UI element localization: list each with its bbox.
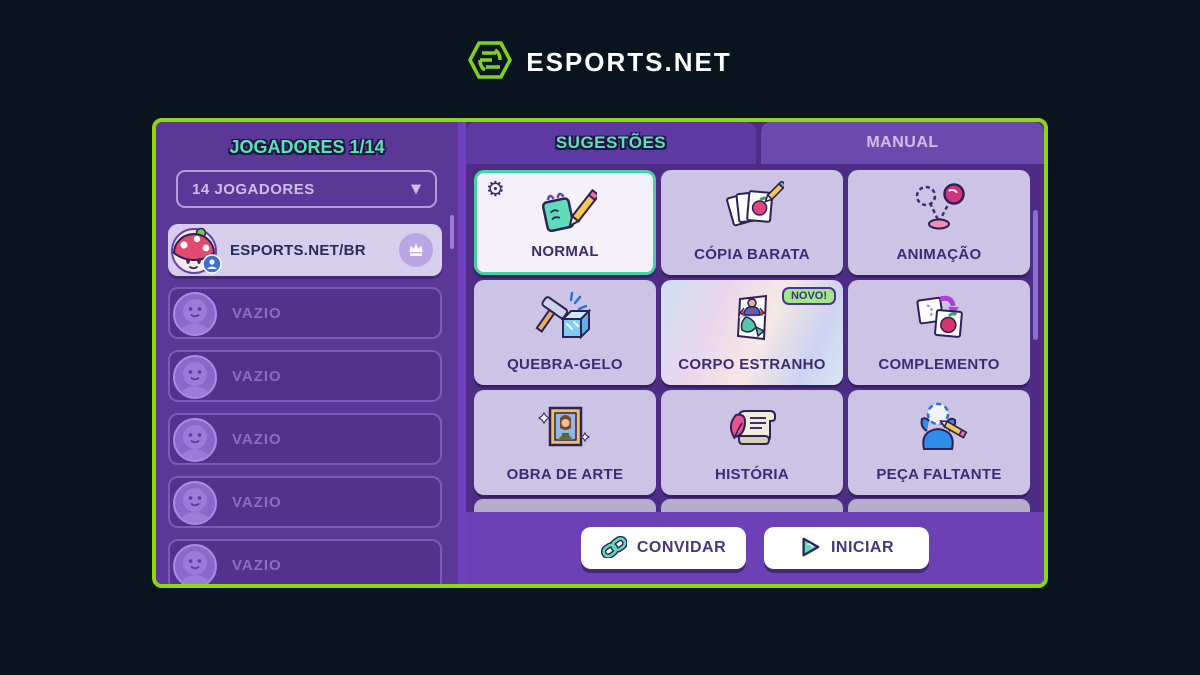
mode-card-partial[interactable] — [848, 499, 1030, 512]
mode-card-quebra-gelo[interactable]: QUEBRA-GELO — [474, 280, 656, 385]
framed-painting-icon — [474, 398, 656, 460]
mode-card-animacao[interactable]: ANIMAÇÃO — [848, 170, 1030, 275]
player-row-empty: VAZIO — [168, 287, 442, 339]
mode-card-partial[interactable] — [661, 499, 843, 512]
mode-card-copia-barata[interactable]: CÓPIA BARATA — [661, 170, 843, 275]
players-count-title: JOGADORES 1/14 — [229, 137, 385, 157]
mode-label: COMPLEMENTO — [878, 356, 1000, 373]
mode-card-partial[interactable] — [474, 499, 656, 512]
players-limit-dropdown[interactable]: 14 JOGADORES ▼ — [176, 170, 437, 208]
mode-card-complemento[interactable]: COMPLEMENTO — [848, 280, 1030, 385]
mode-card-normal[interactable]: ⚙ — [474, 170, 656, 275]
invite-button[interactable]: CONVIDAR — [581, 527, 746, 569]
tab-manual[interactable]: MANUAL — [761, 122, 1044, 164]
modes-tabbar: SUGESTÕES MANUAL — [466, 122, 1044, 164]
hammer-ice-icon — [474, 288, 656, 350]
caret-down-icon: ▼ — [411, 181, 421, 197]
empty-slot-label: VAZIO — [232, 556, 282, 574]
tab-label: MANUAL — [866, 134, 939, 151]
card-stack-icon — [661, 178, 843, 240]
gear-icon[interactable]: ⚙ — [486, 177, 505, 201]
mode-card-historia[interactable]: HISTÓRIA — [661, 390, 843, 495]
mode-label: HISTÓRIA — [714, 466, 790, 483]
modes-grid: ⚙ — [474, 170, 1030, 495]
next-row-partial — [474, 499, 1030, 512]
mode-label: ANIMAÇÃO — [896, 246, 982, 263]
players-scrollbar[interactable] — [450, 215, 454, 249]
player-row-empty: VAZIO — [168, 476, 442, 528]
play-icon — [799, 536, 821, 561]
lobby-panel: JOGADORES 1/14 14 JOGADORES ▼ — [152, 118, 1048, 588]
crown-icon — [399, 233, 433, 267]
mode-label: QUEBRA-GELO — [507, 356, 623, 373]
mode-card-peca-faltante[interactable]: PEÇA FALTANTE — [848, 390, 1030, 495]
brand-header: ESPORTS.NET — [0, 38, 1200, 87]
empty-slot-label: VAZIO — [232, 304, 282, 322]
players-limit-value: 14 JOGADORES — [192, 180, 315, 198]
start-button[interactable]: INICIAR — [764, 527, 929, 569]
player-list: ESPORTS.NET/BR VAZIO — [168, 224, 442, 584]
player-row-empty: VAZIO — [168, 350, 442, 402]
player-name: ESPORTS.NET/BR — [230, 241, 366, 259]
player-row-host[interactable]: ESPORTS.NET/BR — [168, 224, 442, 276]
mode-card-corpo-estranho[interactable]: NOVO! — [661, 280, 843, 385]
tab-label: SUGESTÕES — [555, 133, 667, 152]
link-icon — [600, 535, 628, 561]
empty-slot-label: VAZIO — [232, 493, 282, 511]
mode-label: CORPO ESTRANHO — [678, 356, 826, 373]
mode-card-obra-de-arte[interactable]: OBRA DE ARTE — [474, 390, 656, 495]
modes-scrollbar[interactable] — [1033, 210, 1038, 340]
mode-label: PEÇA FALTANTE — [876, 466, 1002, 483]
modes-section: SUGESTÕES MANUAL ⚙ — [466, 122, 1044, 584]
brand-title: ESPORTS.NET — [526, 47, 732, 77]
scroll-quill-icon — [661, 398, 843, 460]
empty-slot-label: VAZIO — [232, 367, 282, 385]
modes-grid-area: ⚙ — [466, 164, 1044, 512]
mode-label: NORMAL — [531, 243, 599, 260]
players-sidebar: JOGADORES 1/14 14 JOGADORES ▼ — [156, 122, 458, 584]
invite-button-label: CONVIDAR — [636, 539, 727, 556]
empty-avatar-icon — [172, 354, 218, 405]
empty-avatar-icon — [172, 480, 218, 531]
apple-cards-icon — [848, 288, 1030, 350]
empty-avatar-icon — [172, 543, 218, 584]
empty-avatar-icon — [172, 291, 218, 342]
missing-head-icon — [848, 398, 1030, 460]
mode-label: OBRA DE ARTE — [506, 466, 624, 483]
esports-hexagon-logo-icon — [468, 38, 512, 87]
start-button-label: INICIAR — [830, 539, 895, 556]
empty-slot-label: VAZIO — [232, 430, 282, 448]
tab-sugestoes[interactable]: SUGESTÕES — [466, 122, 756, 164]
player-row-empty: VAZIO — [168, 413, 442, 465]
empty-avatar-icon — [172, 417, 218, 468]
panel-divider — [458, 122, 466, 584]
person-badge-icon — [202, 254, 222, 279]
bouncing-ball-icon — [848, 178, 1030, 240]
new-badge: NOVO! — [781, 287, 836, 305]
mode-label: CÓPIA BARATA — [694, 246, 810, 263]
notebook-pencil-icon — [477, 181, 653, 243]
mixed-body-icon — [661, 288, 843, 350]
action-footer: CONVIDAR INICIAR — [466, 512, 1044, 584]
player-row-empty: VAZIO — [168, 539, 442, 584]
